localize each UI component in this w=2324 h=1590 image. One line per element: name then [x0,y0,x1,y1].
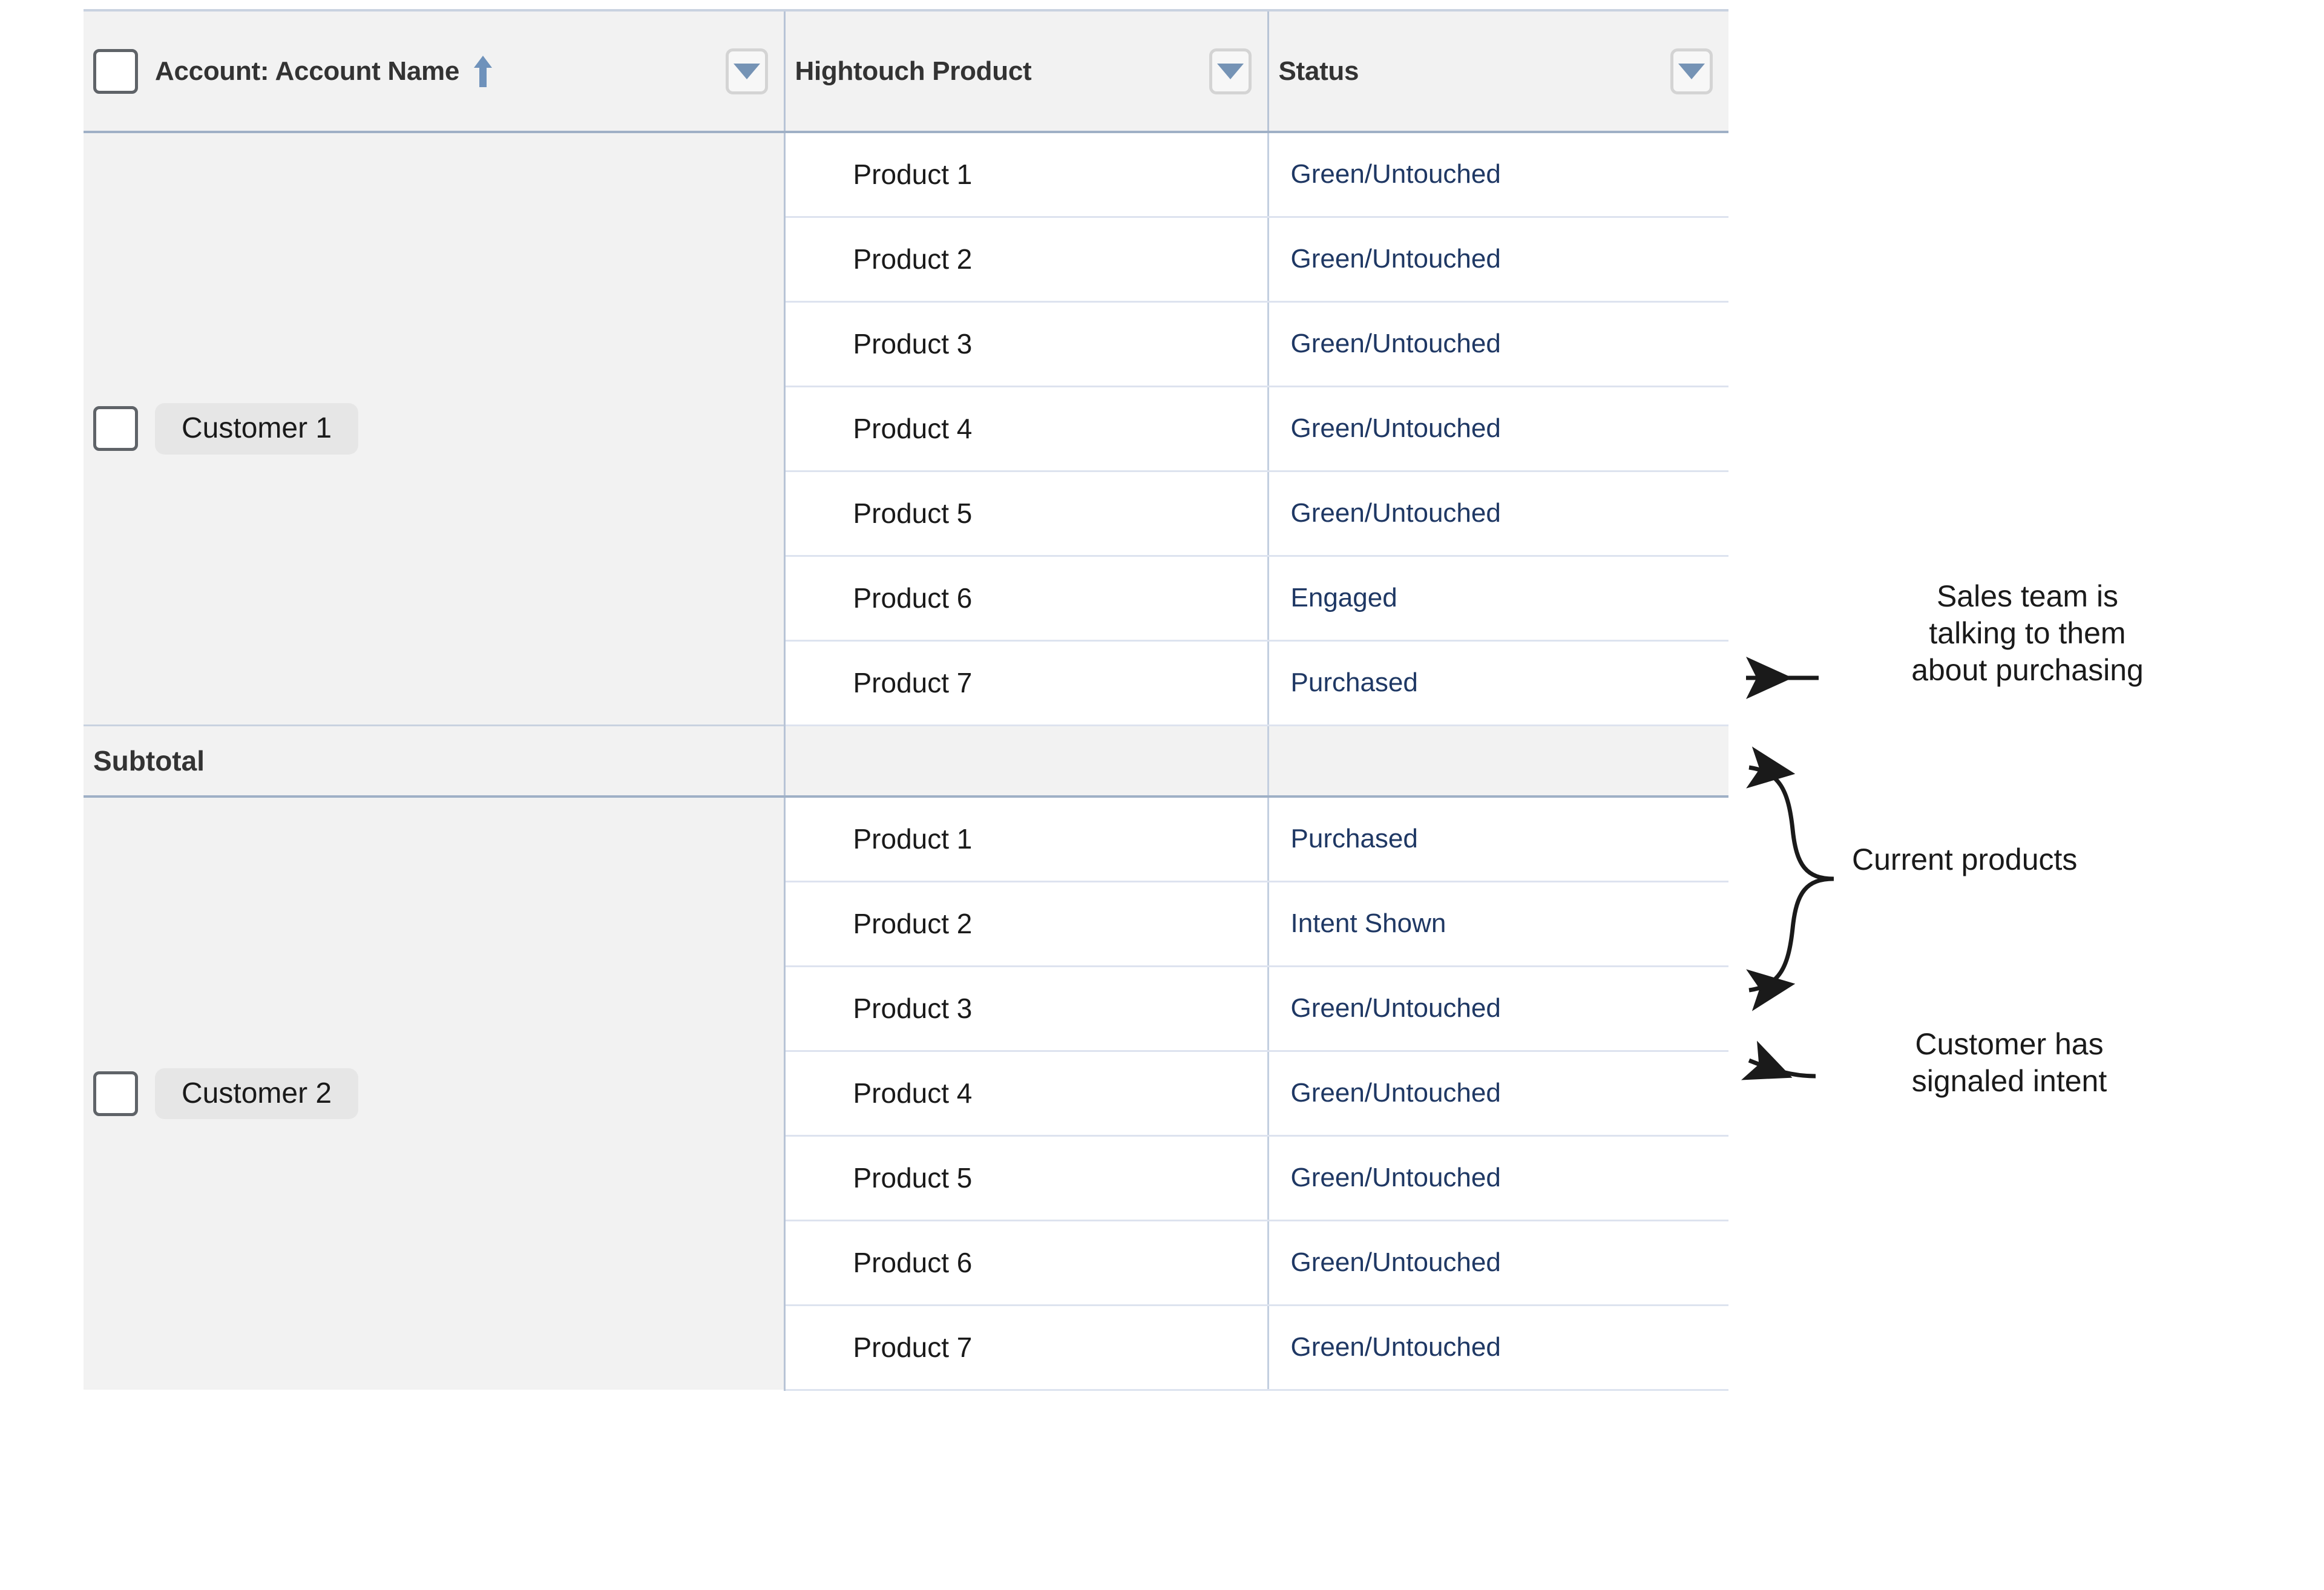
product-menu-wrap [1209,48,1267,94]
status-cell[interactable]: Engaged [1268,556,1728,642]
column-header-product-label: Hightouch Product [795,56,1032,86]
status-cell[interactable]: Green/Untouched [1268,1305,1728,1391]
status-menu-wrap [1670,48,1728,94]
product-cell: Product 3 [784,301,1269,387]
header-row: Account: Account Name [84,9,1728,133]
account-column-chevron-down-icon[interactable] [725,48,768,94]
subtotal-label: Subtotal [84,724,786,798]
curly-brace-arrow-current-products [1746,746,1834,1011]
subtotal-row: Subtotal [84,724,1728,798]
status-cell[interactable]: Green/Untouched [1268,1135,1728,1221]
status-cell[interactable]: Green/Untouched [1268,1051,1728,1137]
product-cell: Product 5 [784,1135,1269,1221]
account-name-pill[interactable]: Customer 2 [155,1068,359,1120]
column-header-status[interactable]: Status [1268,9,1728,133]
column-header-account[interactable]: Account: Account Name [84,9,786,133]
status-cell[interactable]: Green/Untouched [1268,471,1728,557]
row-select-checkbox[interactable] [93,406,138,452]
product-cell: Product 2 [784,881,1269,967]
chevron-down-glyph [733,63,760,79]
column-header-status-label: Status [1278,56,1359,86]
status-cell[interactable]: Green/Untouched [1268,217,1728,303]
status-cell[interactable]: Purchased [1268,640,1728,726]
account-cell-inner: Customer 1 [84,386,784,471]
chevron-down-glyph [1216,63,1244,79]
product-cell: Product 6 [784,1220,1269,1306]
chevron-down-glyph [1678,63,1705,79]
table-header: Account: Account Name [84,9,1728,133]
product-cell: Product 4 [784,386,1269,472]
product-cell: Product 6 [784,556,1269,642]
subtotal-status-cell [1268,724,1728,798]
status-cell[interactable]: Green/Untouched [1268,132,1728,218]
annotation-current-products: Current products [1852,843,2078,876]
account-product-status-table: Account: Account Name [84,9,1728,1391]
sort-ascending-arrow-up-icon[interactable] [473,54,493,88]
column-header-product[interactable]: Hightouch Product [784,9,1269,133]
annotation-customer-intent: Customer has signaled intent [1911,1027,2107,1098]
product-cell: Product 3 [784,966,1269,1052]
product-cell: Product 4 [784,1051,1269,1137]
product-cell: Product 1 [784,132,1269,218]
account-group-cell: Customer 1 [84,132,786,725]
account-cell-inner: Customer 2 [84,1051,784,1136]
status-cell[interactable]: Green/Untouched [1268,301,1728,387]
product-cell: Product 7 [784,640,1269,726]
annotation-sales-team: Sales team is talking to them about purc… [1911,579,2144,687]
arrow-to-intent-shown-row [1741,1040,1816,1080]
column-header-account-label: Account: Account Name [155,56,460,86]
account-menu-wrap [725,48,784,94]
status-cell[interactable]: Purchased [1268,797,1728,882]
status-cell[interactable]: Green/Untouched [1268,1220,1728,1306]
status-cell[interactable]: Green/Untouched [1268,966,1728,1052]
product-cell: Product 7 [784,1305,1269,1391]
account-name-pill[interactable]: Customer 1 [155,402,359,455]
product-column-chevron-down-icon[interactable] [1209,48,1252,94]
product-cell: Product 5 [784,471,1269,557]
report-table: Account: Account Name [84,9,1728,1590]
status-column-chevron-down-icon[interactable] [1670,48,1713,94]
status-cell[interactable]: Green/Untouched [1268,386,1728,472]
select-all-checkbox[interactable] [93,48,138,94]
product-cell: Product 2 [784,217,1269,303]
subtotal-product-cell [784,724,1269,798]
row-select-checkbox[interactable] [93,1071,138,1116]
account-group-cell: Customer 2 [84,797,786,1390]
status-cell[interactable]: Intent Shown [1268,881,1728,967]
product-cell: Product 1 [784,797,1269,882]
